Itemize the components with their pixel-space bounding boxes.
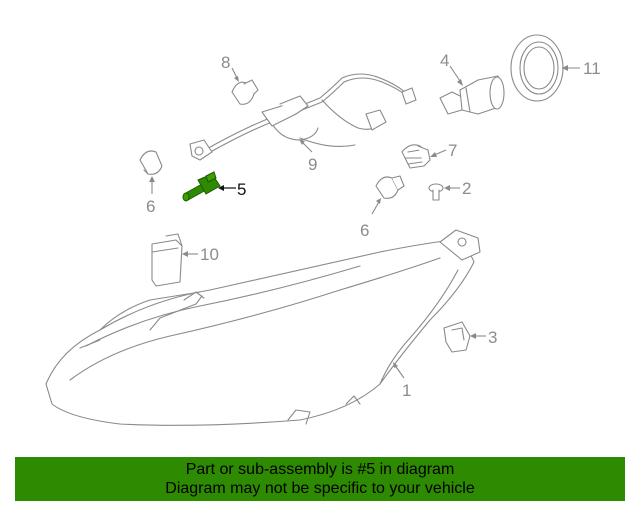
leader-9 <box>299 139 313 153</box>
callout-5: 5 <box>237 180 246 199</box>
leader-11 <box>562 65 580 71</box>
part-7-bulb-socket[interactable] <box>401 144 431 169</box>
banner-line-2: Diagram may not be specific to your vehi… <box>165 480 475 497</box>
part-info-banner: Part or sub-assembly is #5 in diagram Di… <box>15 457 625 501</box>
part-4-headlamp-bulb[interactable] <box>439 75 505 115</box>
callout-4: 4 <box>440 51 449 70</box>
callout-11: 11 <box>583 59 601 78</box>
callout-9: 9 <box>308 155 317 174</box>
part-10-module[interactable] <box>151 233 183 287</box>
callout-6-left: 6 <box>146 197 155 216</box>
part-1-headlamp-assembly[interactable] <box>45 229 481 426</box>
callout-7: 7 <box>448 141 457 160</box>
parts-diagram: 11 4 8 9 <box>45 34 601 426</box>
banner-line-1: Part or sub-assembly is #5 in diagram <box>185 461 455 478</box>
leader-6-right <box>371 198 381 215</box>
callout-10: 10 <box>200 245 219 264</box>
leader-1 <box>393 362 405 379</box>
part-9-wiring-harness[interactable] <box>189 73 417 161</box>
part-5-bulb-socket[interactable] <box>182 171 221 202</box>
leader-8 <box>231 67 239 82</box>
callout-1: 1 <box>402 381 411 400</box>
leader-10 <box>182 251 198 257</box>
callout-2: 2 <box>462 179 471 198</box>
callout-6-right: 6 <box>360 221 369 240</box>
part-3-bracket[interactable] <box>443 321 471 353</box>
part-6-bulb-right[interactable] <box>375 175 405 199</box>
callout-8: 8 <box>221 53 230 72</box>
leader-7 <box>430 149 447 157</box>
part-11-cover-seal[interactable] <box>510 34 564 102</box>
part-8-bulb[interactable] <box>231 79 259 105</box>
leader-3 <box>470 333 486 339</box>
leader-2 <box>444 185 460 191</box>
part-2-screw[interactable] <box>428 183 444 201</box>
leader-5 <box>218 185 236 191</box>
part-6-bulb-left[interactable] <box>139 150 163 175</box>
callout-3: 3 <box>488 328 497 347</box>
leader-6-left <box>149 176 155 194</box>
leader-4 <box>449 65 463 86</box>
